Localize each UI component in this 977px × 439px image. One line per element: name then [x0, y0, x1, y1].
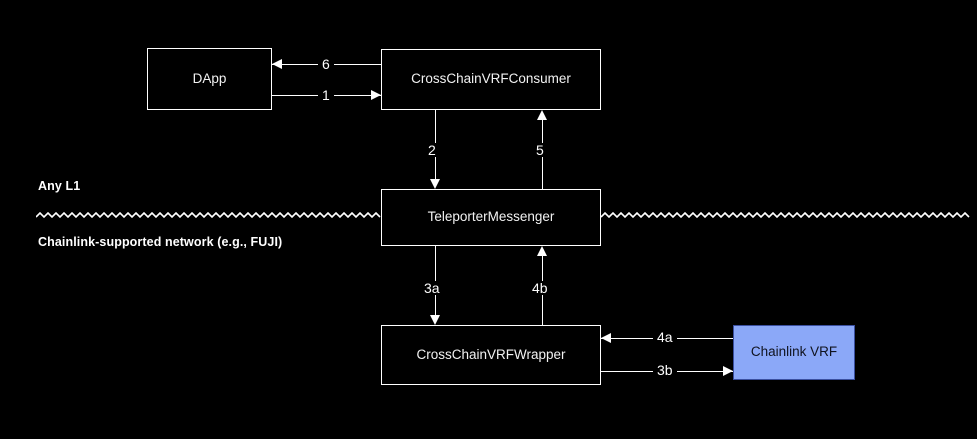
- edge-label-6: 6: [318, 57, 334, 71]
- edge-3b-arrowhead: [723, 366, 733, 376]
- node-chainlink-vrf-label: Chainlink VRF: [750, 344, 838, 360]
- edge-5-arrowhead: [537, 110, 547, 120]
- node-chainlink-vrf[interactable]: Chainlink VRF: [733, 325, 855, 380]
- node-teleportermessenger-label: TeleporterMessenger: [427, 209, 555, 225]
- edge-label-4b: 4b: [528, 281, 552, 295]
- edge-label-4a: 4a: [653, 330, 677, 344]
- node-crosschainvrfwrapper-label: CrossChainVRFWrapper: [416, 346, 566, 362]
- edge-label-3a: 3a: [420, 281, 444, 295]
- edge-4b-arrowhead: [537, 246, 547, 256]
- edge-label-2: 2: [424, 143, 440, 157]
- edge-4a-arrowhead: [601, 333, 611, 343]
- edge-label-5: 5: [532, 143, 548, 157]
- node-crosschainvrfwrapper[interactable]: CrossChainVRFWrapper: [381, 325, 601, 385]
- edge-3a-line: [435, 246, 436, 315]
- edge-1-arrowhead: [371, 90, 381, 100]
- node-dapp[interactable]: DApp: [147, 48, 272, 110]
- zone-label-chainlink-network: Chainlink-supported network (e.g., FUJI): [38, 235, 283, 249]
- node-crosschainvrfconsumer-label: CrossChainVRFConsumer: [411, 71, 571, 87]
- edge-label-1: 1: [318, 88, 334, 102]
- node-teleportermessenger[interactable]: TeleporterMessenger: [381, 189, 601, 246]
- zone-label-any-l1: Any L1: [38, 179, 81, 193]
- edge-6-arrowhead: [272, 59, 282, 69]
- edge-3a-arrowhead: [430, 315, 440, 325]
- network-divider-right: [601, 212, 970, 219]
- node-crosschainvrfconsumer[interactable]: CrossChainVRFConsumer: [381, 49, 601, 110]
- edge-label-3b: 3b: [653, 363, 677, 377]
- network-divider-left: [36, 212, 381, 219]
- edge-2-arrowhead: [430, 179, 440, 189]
- node-dapp-label: DApp: [192, 70, 227, 86]
